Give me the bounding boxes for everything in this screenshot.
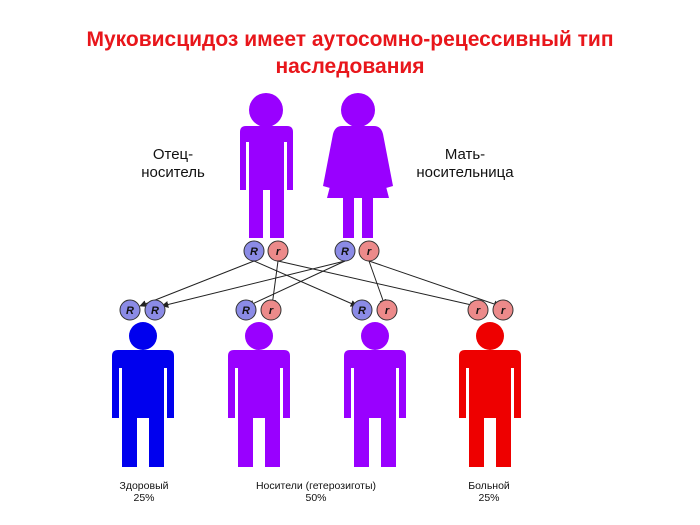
child-sick-allele-2 [492,299,514,321]
mother-head [341,93,375,127]
father-head [249,93,283,127]
child-carrier1-body [228,350,290,467]
child-carrier1-figure [228,322,290,467]
arrow-mother-r-to-sick [368,260,501,308]
carriers-percent: 50% [305,492,327,504]
mother-allele-2-label: r [367,246,372,258]
child-sick-name: Больной [468,480,510,492]
father-body [240,126,293,238]
child-healthy-figure [112,322,174,467]
child-carrier1-allele-1 [235,299,257,321]
arrow-father-R-to-healthy [139,260,255,307]
child-carrier1-allele-2-label: r [269,305,274,317]
child-carrier2-allele-2 [376,299,398,321]
child-healthy-allele-2-label: R [151,305,159,317]
child-healthy-head [129,322,157,350]
father-figure [240,93,293,238]
father-allele-2-label: r [276,246,281,258]
child-carrier2-body [344,350,406,467]
child-carrier2-allele-1-label: R [358,305,366,317]
child-sick-figure [459,322,521,467]
mother-label-line-2: носительница [416,164,514,181]
father-allele-1-label: R [250,246,258,258]
arrow-mother-R-to-healthy [161,260,346,308]
father-label: Отец- носитель [128,146,218,182]
child-healthy-allele-1 [119,299,141,321]
child-carrier2-allele-2-label: r [385,305,390,317]
child-sick-body [459,350,521,467]
mother-label: Мать- носительница [400,146,530,182]
child-sick-percent: 25% [478,492,500,504]
carriers-caption: Носители (гетерозиготы) 50% [226,480,406,504]
child-sick-allele-1-label: r [476,305,481,317]
child-carrier2-figure [344,322,406,467]
father-label-line-2: носитель [141,164,205,181]
arrow-father-R-to-carrier2 [253,260,358,307]
child-sick-head [476,322,504,350]
carriers-name: Носители (гетерозиготы) [255,480,377,492]
mother-figure [323,93,393,238]
child-healthy-alleles: R R [119,299,166,321]
father-alleles: R r [243,240,289,262]
title-line-2: наследования [275,55,425,78]
child-sick-allele-2-label: r [501,305,506,317]
child-carrier1-alleles: R r [235,299,282,321]
arrow-mother-r-to-carrier2 [368,260,387,307]
father-label-line-1: Отец- [152,146,194,163]
diagram-title: Муковисцидоз имеет аутосомно-рецессивный… [0,26,700,80]
child-healthy-body [112,350,174,467]
child-sick-caption: Больной 25% [399,480,579,504]
arrow-father-r-to-carrier1 [269,260,279,307]
child-healthy-name: Здоровый [119,480,169,492]
child-sick-allele-1 [467,299,489,321]
child-healthy-allele-1-label: R [126,305,134,317]
mother-allele-1-label: R [341,246,349,258]
mother-body [323,126,393,238]
child-carrier2-alleles: R r [351,299,398,321]
child-carrier1-head [245,322,273,350]
child-healthy-allele-2 [144,299,166,321]
arrow-mother-R-to-carrier1 [247,260,346,307]
child-healthy-caption: Здоровый 25% [54,480,234,504]
child-sick-alleles: r r [467,299,514,321]
mother-label-line-1: Мать- [444,146,486,163]
child-carrier1-allele-1-label: R [242,305,250,317]
child-healthy-percent: 25% [133,492,155,504]
mother-alleles: R r [334,240,380,262]
inheritance-arrows [139,260,501,309]
title-line-1: Муковисцидоз имеет аутосомно-рецессивный… [86,28,614,51]
child-carrier2-allele-1 [351,299,373,321]
child-carrier1-allele-2 [260,299,282,321]
child-carrier2-head [361,322,389,350]
